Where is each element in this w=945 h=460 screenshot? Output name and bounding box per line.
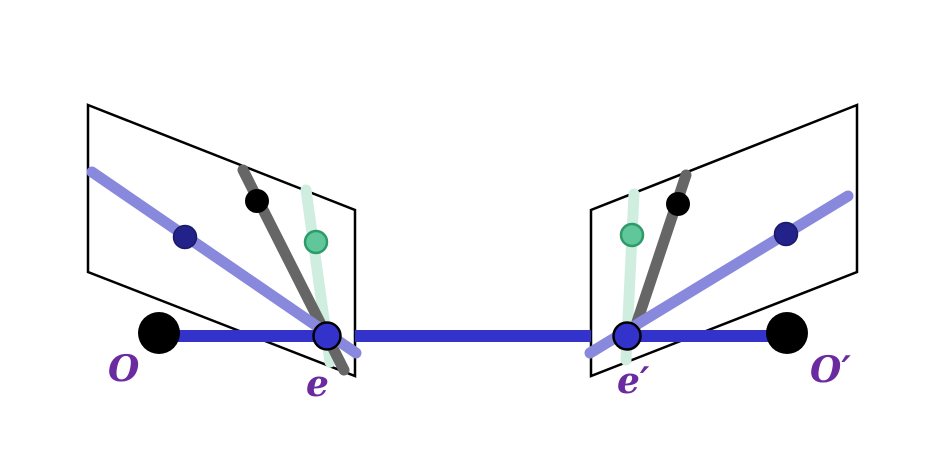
left-epipole bbox=[312, 321, 342, 351]
right-point-black bbox=[666, 192, 690, 216]
left-point-blue bbox=[172, 224, 198, 250]
left-image-plane bbox=[86, 103, 357, 378]
left-epipolar-line-blue bbox=[86, 166, 362, 359]
right-center-label: O′ bbox=[810, 349, 851, 391]
left-point-black bbox=[245, 189, 269, 213]
left-center-label: O bbox=[108, 348, 140, 390]
left-point-green bbox=[303, 229, 329, 255]
right-image-plane bbox=[589, 103, 859, 378]
left-camera-center bbox=[138, 312, 180, 354]
right-epipole bbox=[612, 321, 642, 351]
right-camera-center bbox=[766, 312, 808, 354]
right-point-green bbox=[619, 222, 645, 248]
right-epipole-label: e′ bbox=[617, 360, 650, 402]
right-point-blue bbox=[773, 221, 799, 247]
left-epipole-label: e bbox=[306, 363, 329, 405]
